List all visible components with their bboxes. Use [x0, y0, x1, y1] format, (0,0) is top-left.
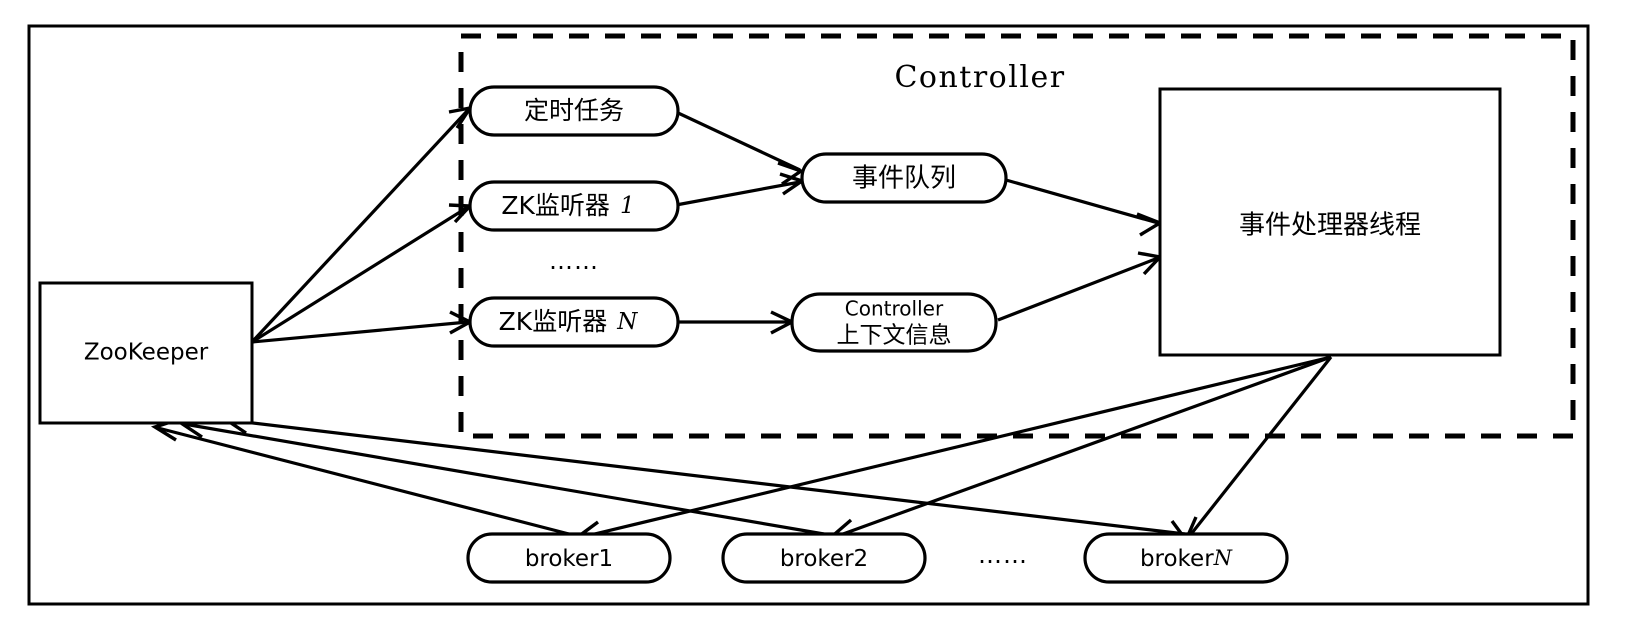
node-zk-listener-n-index: N — [616, 309, 638, 335]
node-event-queue-label: 事件队列 — [852, 164, 956, 194]
node-broker1[interactable]: broker1 — [466, 532, 672, 584]
edge-event-handler-to-broker1 — [570, 355, 1332, 546]
node-scheduled-task-label: 定时任务 — [524, 96, 624, 125]
node-event-handler-thread-label: 事件处理器线程 — [1239, 211, 1421, 241]
node-controller-context-line2: 上下文信息 — [837, 323, 952, 349]
node-zookeeper-label: ZooKeeper — [84, 340, 209, 366]
node-broker1-index: 1 — [599, 546, 614, 572]
node-broker2-label: broker — [780, 546, 854, 572]
node-zk-listener-1-index: 1 — [620, 193, 635, 219]
node-brokerN-index: N — [1213, 546, 1233, 570]
node-scheduled-task[interactable]: 定时任务 — [468, 85, 680, 137]
node-zk-listener-1-label: ZK监听器 — [501, 191, 610, 220]
svg-text:brokerN: brokerN — [1140, 546, 1233, 572]
node-zk-listener-1[interactable]: ZK监听器 1 — [468, 180, 680, 232]
node-broker1-label: broker — [525, 546, 599, 572]
broker-ellipsis: …… — [978, 541, 1028, 569]
node-event-queue[interactable]: 事件队列 — [800, 152, 1008, 204]
listener-ellipsis: …… — [549, 247, 599, 275]
controller-dashed-region — [458, 33, 1576, 439]
edge-zookeeper-to-zk-listener-n — [251, 310, 474, 344]
outer-frame — [27, 24, 1590, 606]
edge-controller-context-to-event-handler — [997, 251, 1164, 322]
node-broker2[interactable]: broker2 — [721, 532, 927, 584]
edge-scheduled-task-to-event-queue — [675, 110, 805, 186]
svg-text:broker2: broker2 — [780, 546, 868, 572]
node-brokerN[interactable]: brokerN — [1083, 532, 1289, 584]
svg-text:broker1: broker1 — [525, 546, 613, 572]
node-broker2-index: 2 — [854, 546, 869, 572]
node-controller-context-line1: Controller — [845, 297, 944, 321]
controller-title: Controller — [894, 60, 1065, 95]
edge-zk-listener-1-to-event-queue — [675, 172, 806, 207]
node-controller-context[interactable]: Controller 上下文信息 — [790, 292, 998, 353]
node-event-handler-thread[interactable]: 事件处理器线程 — [1158, 87, 1502, 357]
edge-brokerN-to-zookeeper — [220, 410, 1186, 536]
node-zookeeper[interactable]: ZooKeeper — [38, 281, 254, 425]
node-brokerN-label: broker — [1140, 546, 1214, 572]
node-zk-listener-n[interactable]: ZK监听器 N — [468, 296, 680, 348]
edge-event-queue-to-event-handler — [1005, 178, 1164, 237]
edge-zk-listener-n-to-controller-context — [676, 310, 796, 335]
node-zk-listener-n-label: ZK监听器 — [499, 307, 608, 336]
